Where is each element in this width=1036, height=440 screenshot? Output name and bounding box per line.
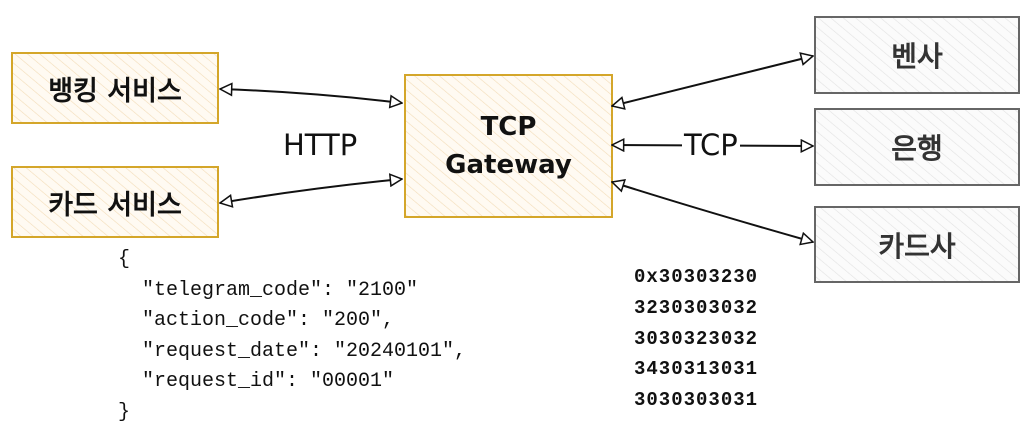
card-company-label: 카드사: [878, 229, 956, 263]
card-company-box: [814, 206, 1020, 283]
hex-line: 3030323032: [634, 327, 759, 350]
json-line: }: [118, 400, 131, 424]
banking-service-box: [11, 52, 219, 124]
van-label: 벤사: [891, 40, 943, 73]
json-line: "telegram_code": "2100": [118, 278, 419, 302]
json-payload: { "telegram_code": "2100" "action_code":…: [118, 245, 466, 428]
banking-gateway-arrow: [220, 89, 402, 103]
gateway-card-company-arrow: [612, 182, 813, 242]
hex-line: 3230303032: [634, 296, 759, 319]
tcp-gateway-box: [404, 74, 613, 218]
tcp-gateway-label: TCP Gateway: [405, 75, 612, 217]
card-service-label: 카드 서비스: [48, 189, 182, 221]
json-line: "request_id": "00001": [118, 370, 395, 393]
card-service-box: [11, 166, 219, 238]
hex-line: 3030303031: [634, 389, 759, 412]
json-line: {: [118, 248, 131, 271]
bank-box: [814, 108, 1020, 186]
json-line: "action_code": "200",: [118, 309, 395, 332]
tcp-edge-label: TCP: [682, 128, 740, 162]
hex-line: 3430313031: [634, 358, 759, 381]
banking-service-label: 뱅킹 서비스: [48, 75, 182, 107]
gateway-line-2: Gateway: [445, 150, 572, 180]
van-box: [814, 16, 1020, 94]
hex-payload: 0x30303230 3230303032 3030323032 3430313031…: [634, 262, 758, 416]
http-edge-label: HTTP: [281, 128, 360, 162]
hex-line: 0x30303230: [634, 266, 759, 288]
gateway-line-1: TCP: [480, 112, 537, 142]
card-gateway-arrow: [220, 179, 402, 203]
json-line: "request_date": "20240101",: [118, 339, 467, 363]
gateway-van-arrow: [612, 56, 813, 106]
bank-label: 은행: [891, 132, 943, 165]
